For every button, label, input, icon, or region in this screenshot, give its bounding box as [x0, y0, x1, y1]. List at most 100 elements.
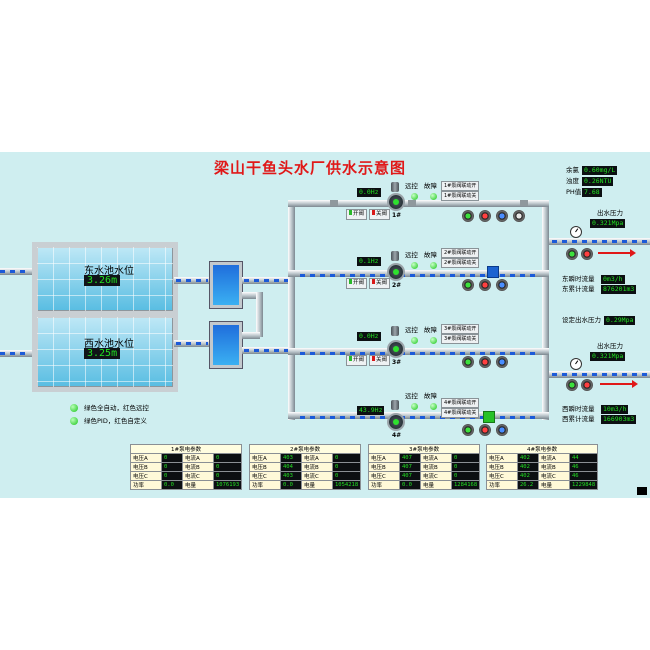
outlet-manifold [542, 200, 549, 420]
pump-1-status-valve-green[interactable] [462, 210, 474, 222]
cell: 0 [331, 471, 362, 481]
pump-3-remote-led [411, 337, 418, 344]
pump-1-linkage-open-button[interactable]: 1#泵阀联动开 [441, 181, 480, 191]
cell: 电压B [486, 462, 518, 472]
pump-1-linkage-close-button[interactable]: 1#泵阀联动关 [441, 191, 480, 201]
west-total-flow-label: 西累计流量 [562, 415, 595, 423]
pump-2-status-valve-red[interactable] [479, 279, 491, 291]
corner-indicator [637, 487, 647, 495]
cell: 电压C [368, 471, 400, 481]
pump-2-fault-led [430, 262, 437, 269]
pump-2-close-label: 关阀 [376, 280, 388, 286]
cell: 功率 [368, 480, 400, 490]
pump-1-status-valve-white[interactable] [513, 210, 525, 222]
set-pressure-value[interactable]: 0.29Mpa [604, 316, 636, 325]
cell: 电流A [538, 453, 570, 463]
cell: 电流C [538, 471, 570, 481]
pump-2-close-valve-button[interactable]: 关阀 [369, 278, 391, 289]
pump-4-remote-label: 远控 [405, 392, 418, 400]
cell: 407 [399, 462, 421, 472]
pump-4-status-valve-red[interactable] [479, 424, 491, 436]
east-instant-flow-value: 0m3/h [601, 275, 625, 284]
cell: 功率 [130, 480, 162, 490]
east-valve-red[interactable] [581, 248, 593, 260]
pump-1-status-valve-red[interactable] [479, 210, 491, 222]
west-valve-green[interactable] [566, 379, 578, 391]
pump-1-status-valve-blue[interactable] [496, 210, 508, 222]
pump-2-icon[interactable] [389, 265, 403, 279]
pump-4-linkage-close-button[interactable]: 4#泵阀联动关 [441, 408, 480, 418]
east-outlet-arrow-icon [598, 249, 636, 257]
pump-3-frequency: 0.0Hz [357, 332, 381, 341]
cell: 电量 [420, 480, 452, 490]
pump-1-icon[interactable] [389, 195, 403, 209]
pump-3-open-valve-button[interactable]: 开阀 [346, 355, 368, 366]
pump-3-status-valve-blue[interactable] [496, 356, 508, 368]
pump-line-2 [288, 270, 549, 277]
pump-3-linkage-open-label: 3#泵阀联动开 [444, 326, 477, 332]
west-tank-level: 3.25m [84, 348, 121, 359]
pump-3-linkage-open-button[interactable]: 3#泵阀联动开 [441, 324, 480, 334]
cell: 电压A [130, 453, 162, 463]
cell: 0.0 [280, 480, 302, 490]
cell: 电流C [420, 471, 452, 481]
cell: 0 [331, 462, 362, 472]
pump-1-number: 1# [392, 212, 402, 219]
turbidity-label: 浊度 [566, 177, 579, 185]
east-total-flow-value: 876201m3 [601, 285, 637, 294]
cell: 0 [212, 453, 243, 463]
pump-4-linkage-open-label: 4#泵阀联动开 [444, 400, 477, 406]
cell: 功率 [486, 480, 518, 490]
east-tank-level: 3.26m [84, 275, 121, 286]
pump-1-remote-led [411, 193, 418, 200]
pump-3-icon[interactable] [389, 342, 403, 356]
table-header: 2#泵电参数 [248, 444, 362, 454]
pump-4-fault-label: 故障 [424, 392, 437, 400]
pump-3-remote-label: 远控 [405, 326, 418, 334]
east-valve-green[interactable] [566, 248, 578, 260]
legend-green-dot-1 [70, 404, 78, 412]
west-instant-flow-value: 10m3/h [601, 405, 629, 414]
pump-3-close-valve-button[interactable]: 关阀 [369, 355, 391, 366]
table-header: 4#泵电参数 [485, 444, 599, 454]
pump-4-icon[interactable] [389, 415, 403, 429]
pump-1-close-valve-button[interactable]: 关阀 [369, 209, 391, 220]
pump-4-linkage-open-button[interactable]: 4#泵阀联动开 [441, 398, 480, 408]
pump-3-status-valve-red[interactable] [479, 356, 491, 368]
pump-1-open-valve-button[interactable]: 开阀 [346, 209, 368, 220]
table-header: 1#泵电参数 [129, 444, 243, 454]
pump-3-linkage-close-button[interactable]: 3#泵阀联动关 [441, 334, 480, 344]
cell: 电流B [182, 462, 214, 472]
inlet-flow [0, 270, 30, 273]
pump-1-remote-label: 远控 [405, 182, 418, 190]
pump-2-number: 2# [392, 282, 402, 289]
pump-2-open-valve-button[interactable]: 开阀 [346, 278, 368, 289]
pump-2-status-valve-green[interactable] [462, 279, 474, 291]
pump-2-linkage-open-button[interactable]: 2#泵阀联动开 [441, 248, 480, 258]
pump-2-frequency: 0.1Hz [357, 257, 381, 266]
cell: 403 [280, 453, 302, 463]
cell: 电压B [130, 462, 162, 472]
pump-2-status-valve-blue[interactable] [496, 279, 508, 291]
pipe [256, 292, 263, 337]
cell: 407 [399, 453, 421, 463]
pump-3-status-valve-green[interactable] [462, 356, 474, 368]
pump-2-linkage-close-button[interactable]: 2#泵阀联动关 [441, 258, 480, 268]
west-valve-red[interactable] [581, 379, 593, 391]
east-instant-flow-label: 东瞬时流量 [562, 275, 595, 283]
pump-4-status-valve-green[interactable] [462, 424, 474, 436]
flow-dash [244, 279, 288, 282]
cell: 44 [568, 453, 599, 463]
cell: 1076193 [212, 480, 243, 490]
pump-4-fault-led [430, 403, 437, 410]
cell: 403 [280, 471, 302, 481]
pump-4-status-valve-blue[interactable] [496, 424, 508, 436]
cell: 电压A [486, 453, 518, 463]
